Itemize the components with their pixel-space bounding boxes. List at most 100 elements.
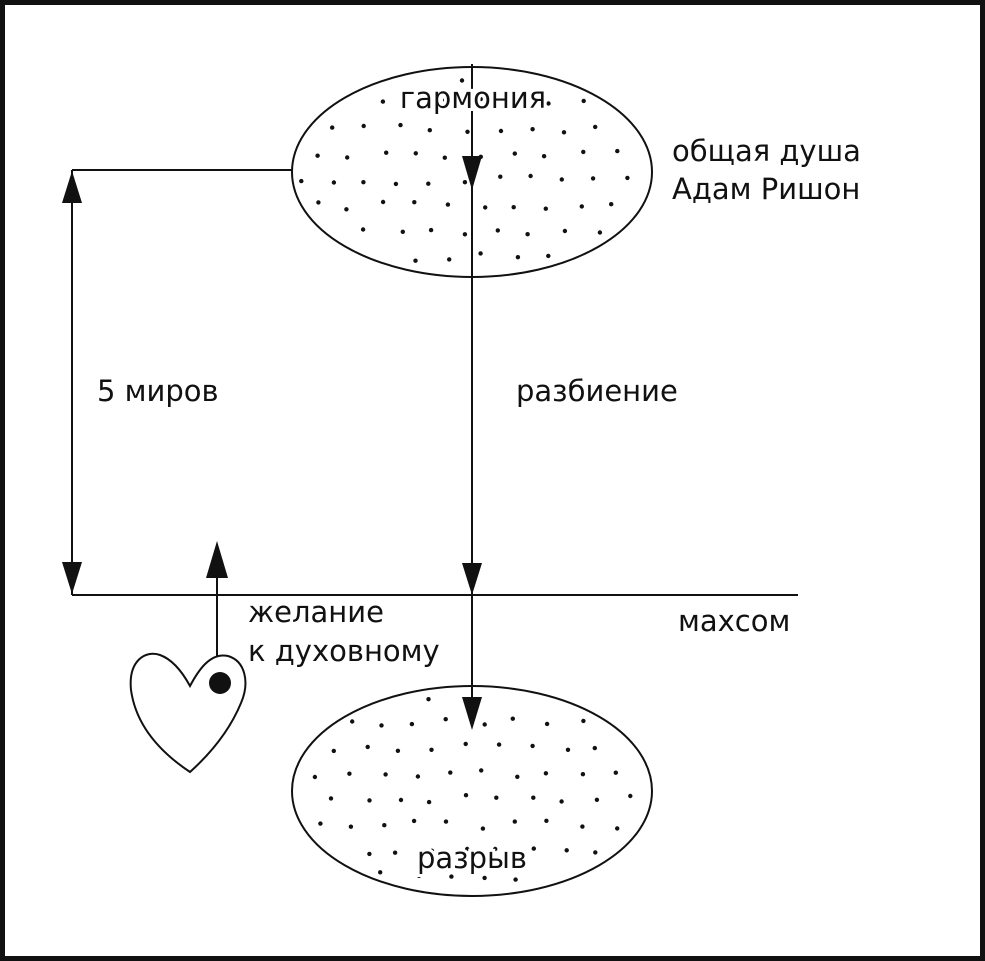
general-soul-dots: [299, 78, 630, 263]
stipple-dot: [443, 819, 449, 824]
stipple-dot: [564, 848, 569, 853]
stipple-dot: [447, 257, 452, 262]
harmony-label: гармония: [400, 81, 546, 115]
stipple-dot: [581, 718, 586, 724]
stipple-dot: [426, 799, 432, 805]
stipple-dot: [495, 228, 500, 233]
stipple-dot: [442, 155, 447, 160]
stipple-dot: [347, 771, 352, 776]
desire-arrowhead: [206, 541, 228, 578]
stipple-dot: [393, 181, 399, 187]
stipple-dot: [398, 122, 403, 128]
stipple-dot: [411, 818, 417, 824]
stipple-dot: [398, 797, 404, 803]
stipple-dot: [592, 745, 597, 751]
stipple-dot: [482, 722, 487, 727]
stipple-dot: [478, 96, 483, 102]
stipple-dot: [382, 823, 387, 828]
rupture-label: разрыв: [417, 841, 527, 875]
stipple-dot: [400, 229, 405, 234]
stipple-dot: [512, 819, 517, 824]
stipple-dot: [383, 772, 388, 777]
stipple-dot: [331, 180, 337, 185]
stipple-dot: [348, 824, 354, 829]
soul-label-line2: Адам Ришон: [672, 172, 860, 206]
stipple-dot: [478, 251, 483, 256]
stipple-dot: [449, 874, 454, 879]
stipple-dot: [494, 795, 499, 800]
stipple-dot: [609, 202, 614, 207]
stipple-dot: [510, 716, 515, 721]
stipple-dot: [512, 151, 517, 156]
stipple-dot: [361, 123, 366, 129]
stipple-dot: [380, 99, 386, 104]
stipple-dot: [409, 721, 415, 727]
stipple-dot: [593, 124, 598, 130]
stipple-dot: [463, 793, 469, 798]
stipple-dot: [365, 744, 370, 750]
stipple-dot: [546, 101, 551, 106]
stipple-dot: [530, 127, 535, 132]
stipple-dot: [361, 180, 366, 185]
stipple-dot: [330, 125, 335, 130]
stipple-dot: [379, 723, 384, 728]
stipple-dot: [498, 174, 503, 179]
stipple-dot: [559, 177, 564, 182]
stipple-dot: [429, 848, 435, 853]
stipple-dot: [367, 798, 372, 803]
stipple-dot: [515, 774, 520, 779]
stipple-dot: [380, 199, 386, 205]
stipple-dot: [579, 204, 584, 209]
stipple-dot: [345, 155, 350, 160]
stipple-dot: [513, 877, 518, 882]
stipple-dot: [392, 850, 398, 855]
stipple-dot: [427, 128, 432, 133]
stipple-dot: [480, 826, 486, 831]
breaking-arrowhead-upper: [462, 156, 482, 190]
stipple-dot: [462, 180, 468, 185]
stipple-dot: [412, 200, 417, 205]
stipple-dot: [615, 148, 620, 154]
stipple-dot: [443, 717, 448, 722]
breaking-label: разбиение: [516, 374, 678, 408]
stipple-dot: [318, 821, 323, 826]
rupture-dots: [312, 697, 633, 882]
stipple-dot: [593, 850, 598, 855]
stipple-dot: [525, 232, 530, 237]
stipple-dot: [350, 719, 355, 724]
stipple-dot: [479, 768, 484, 773]
stipple-dot: [581, 98, 586, 104]
stipple-dot: [344, 207, 349, 212]
stipple-dot: [426, 697, 431, 702]
stipple-dot: [299, 178, 304, 184]
stipple-dot: [482, 875, 487, 881]
stipple-dot: [415, 774, 421, 779]
stipple-dot: [498, 128, 504, 134]
desire-label-line1: желание: [248, 595, 384, 629]
breaking-arrowhead-middle: [462, 563, 482, 595]
stipple-dot: [628, 793, 633, 799]
soul-label-line1: общая душа: [672, 134, 861, 168]
stipple-dot: [544, 721, 550, 727]
stipple-dot: [465, 846, 470, 852]
stipple-dot: [511, 205, 516, 210]
stipple-dot: [459, 78, 465, 83]
stipple-dot: [581, 149, 586, 155]
breaking-arrowhead-lower: [462, 697, 482, 730]
stipple-dot: [559, 799, 564, 804]
stipple-dot: [426, 181, 431, 186]
stipple-dot: [360, 227, 366, 232]
stipple-dot: [395, 748, 401, 753]
stipple-dot: [445, 202, 451, 207]
stipple-dot: [546, 253, 551, 259]
worlds-arrowhead-up: [62, 171, 82, 203]
stipple-dot: [531, 846, 536, 851]
stipple-dot: [316, 200, 321, 205]
stipple-dot: [413, 258, 418, 263]
stipple-dot: [580, 824, 585, 829]
stipple-dot: [413, 151, 418, 156]
stipple-dot: [594, 797, 600, 802]
stipple-dot: [443, 97, 448, 103]
heart-icon: [129, 652, 247, 774]
